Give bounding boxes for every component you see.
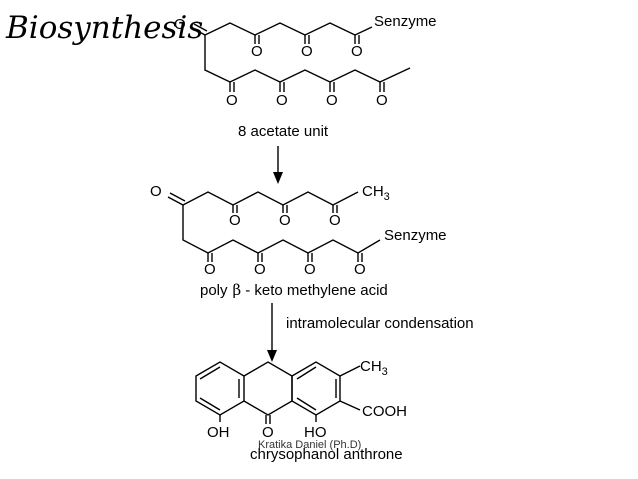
atom-oxygen: O xyxy=(251,43,263,60)
atom-oxygen: O xyxy=(174,16,186,33)
methyl-subscript: 3 xyxy=(382,366,388,378)
reaction-arrow-2 xyxy=(267,303,277,362)
atom-oxygen: O xyxy=(254,261,266,278)
condensation-label: intramolecular condensation xyxy=(286,315,474,332)
atom-oxygen: O xyxy=(276,92,288,109)
atom-oxygen: O xyxy=(326,92,338,109)
methyl-label: CH3 xyxy=(360,358,388,378)
atom-oxygen: O xyxy=(329,212,341,229)
atom-oxygen: O xyxy=(354,261,366,278)
carboxyl-label: COOH xyxy=(362,403,407,420)
hydroxyl-label: HO xyxy=(304,424,327,441)
methyl-label: CH3 xyxy=(362,183,390,203)
s-enzyme-label: Senzyme xyxy=(374,13,437,30)
atom-oxygen: O xyxy=(226,92,238,109)
atom-oxygen: O xyxy=(351,43,363,60)
atom-oxygen: O xyxy=(229,212,241,229)
methyl-ch: CH xyxy=(362,183,384,200)
atom-oxygen: O xyxy=(262,424,274,441)
octaketide-structure: O O O O O O O O Senzyme xyxy=(174,13,437,109)
s-enzyme-label: Senzyme xyxy=(384,227,447,244)
atom-oxygen: O xyxy=(304,261,316,278)
atom-oxygen: O xyxy=(279,212,291,229)
slide-title: Biosynthesis xyxy=(6,10,204,46)
hydroxyl-label: OH xyxy=(207,424,230,441)
reaction-arrow-1 xyxy=(273,146,283,184)
author-credit: Kratika Daniel (Ph.D) xyxy=(258,439,361,451)
methyl-subscript: 3 xyxy=(384,191,390,203)
caption-keto: - keto methylene acid xyxy=(245,282,388,299)
atom-oxygen: O xyxy=(150,183,162,200)
atom-oxygen: O xyxy=(376,92,388,109)
poly-beta-keto-structure: O O O O O O O O CH3 Senzyme xyxy=(150,183,447,278)
beta-symbol: β xyxy=(233,281,242,299)
methyl-ch: CH xyxy=(360,358,382,375)
step1-caption: 8 acetate unit xyxy=(238,123,329,140)
anthrone-structure: O CH3 COOH HO OH xyxy=(195,358,407,441)
atom-oxygen: O xyxy=(301,43,313,60)
atom-oxygen: O xyxy=(204,261,216,278)
product-caption: chrysophanol anthrone xyxy=(250,446,403,463)
caption-poly: poly xyxy=(200,282,228,299)
